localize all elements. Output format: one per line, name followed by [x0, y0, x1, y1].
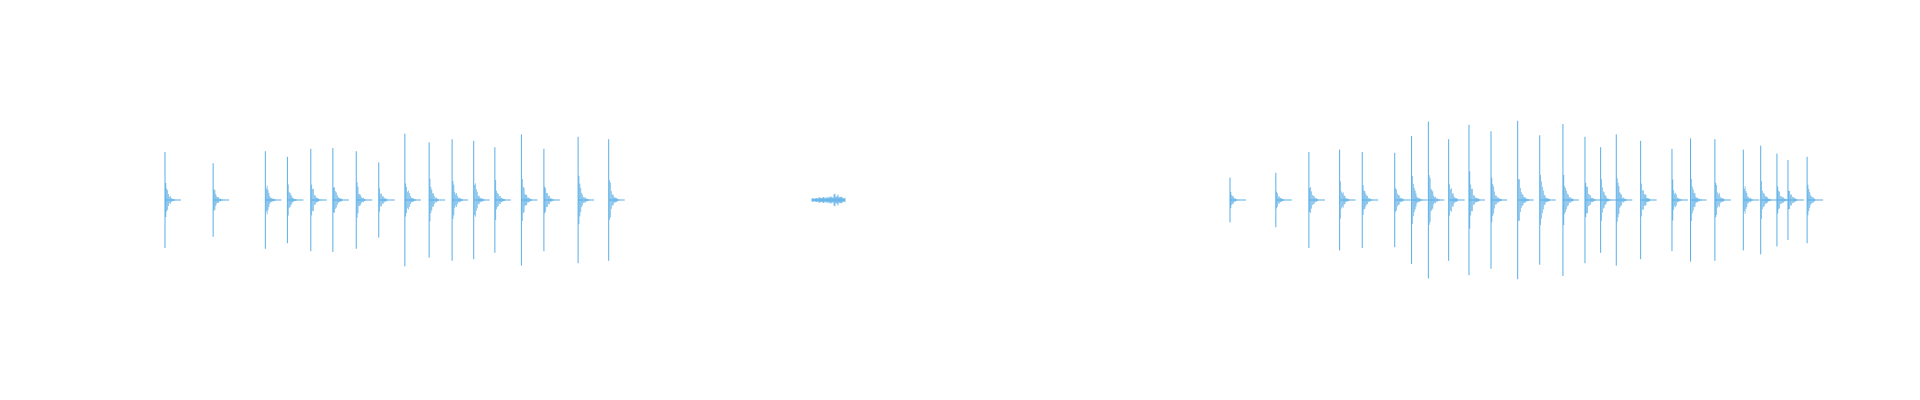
waveform-peaks-group	[164, 120, 1818, 280]
